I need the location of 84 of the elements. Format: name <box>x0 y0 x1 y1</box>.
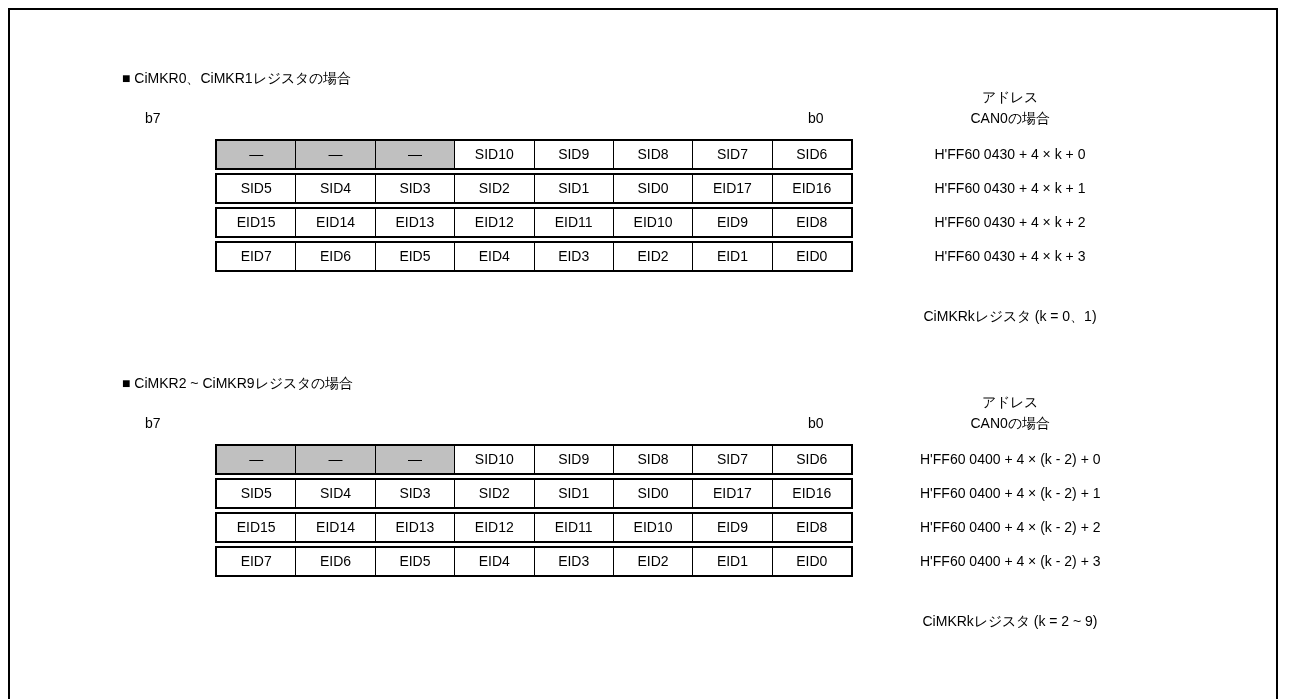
bit-cell-text: SID5 <box>239 179 273 198</box>
bit-cell: EID13 <box>374 514 455 541</box>
bit-cell: SID8 <box>612 141 693 168</box>
bit-cell: SID4 <box>295 175 375 202</box>
bit-cell: EID3 <box>533 243 613 270</box>
bit-cell-text: SID5 <box>239 484 273 503</box>
bit-cell: SID6 <box>771 446 851 473</box>
bit-cell-text: EID15 <box>235 518 277 537</box>
bit-label: b0 <box>808 109 824 127</box>
bit-cell: EID11 <box>533 514 613 541</box>
bit-cell: SID1 <box>533 175 613 202</box>
bit-cell: EID14 <box>295 514 375 541</box>
bit-cell: SID1 <box>533 480 613 507</box>
bit-cell: EID11 <box>533 209 613 236</box>
bit-cell: EID6 <box>295 243 375 270</box>
reserved-bit-cell: — <box>295 446 375 473</box>
bit-cell: EID4 <box>454 548 534 575</box>
bit-cell: EID3 <box>533 548 613 575</box>
bit-cell: SID7 <box>692 141 772 168</box>
register-caption: CiMKRkレジスタ (k = 2 ~ 9) <box>922 612 1098 630</box>
bit-cell: EID0 <box>771 548 851 575</box>
bit-cell: EID9 <box>692 514 772 541</box>
bit-cell: SID6 <box>771 141 851 168</box>
bit-cell-text: EID7 <box>239 552 273 571</box>
address-formula: H'FF60 0430 + 4 × k + 1 <box>934 179 1086 197</box>
address-subheader: CAN0の場合 <box>970 109 1050 127</box>
address-header: アドレス <box>982 88 1038 106</box>
bit-cell: EID5 <box>374 548 455 575</box>
section-heading: ■ CiMKR2 ~ CiMKR9レジスタの場合 <box>122 374 353 392</box>
address-formula: H'FF60 0430 + 4 × k + 0 <box>934 145 1086 163</box>
bit-cell: EID12 <box>454 514 534 541</box>
bit-cell: SID2 <box>454 175 534 202</box>
bit-cell: SID3 <box>374 175 455 202</box>
address-formula: H'FF60 0430 + 4 × k + 2 <box>934 213 1086 231</box>
bit-cell: EID14 <box>295 209 375 236</box>
bit-cell: EID5 <box>374 243 455 270</box>
bit-cell: SID7 <box>692 446 772 473</box>
bit-cell: SID3 <box>374 480 455 507</box>
reserved-bit-cell: — <box>217 141 296 168</box>
address-formula: H'FF60 0400 + 4 × (k - 2) + 0 <box>920 450 1101 468</box>
address-formula: H'FF60 0400 + 4 × (k - 2) + 2 <box>920 518 1101 536</box>
address-subheader: CAN0の場合 <box>970 414 1050 432</box>
section-heading: ■ CiMKR0、CiMKR1レジスタの場合 <box>122 69 351 87</box>
bit-cell-text: EID15 <box>235 213 277 232</box>
bit-cell: SID4 <box>295 480 375 507</box>
register-caption: CiMKRkレジスタ (k = 0、1) <box>923 307 1097 325</box>
reserved-bit-cell: — <box>295 141 375 168</box>
address-formula: H'FF60 0400 + 4 × (k - 2) + 3 <box>920 552 1101 570</box>
bit-cell: EID9 <box>692 209 772 236</box>
bit-cell: EID1 <box>692 243 772 270</box>
bit-cell: EID17 <box>692 175 772 202</box>
bit-cell: EID8 <box>771 514 851 541</box>
bit-cell: SID8 <box>612 446 693 473</box>
bit-cell: SID9 <box>533 446 613 473</box>
bit-cell: EID4 <box>454 243 534 270</box>
bit-cell: EID12 <box>454 209 534 236</box>
bit-cell: EID2 <box>612 243 693 270</box>
bit-cell: SID10 <box>454 446 534 473</box>
address-formula: H'FF60 0430 + 4 × k + 3 <box>934 247 1086 265</box>
reserved-bit-cell: — <box>374 446 455 473</box>
bit-label: b7 <box>145 109 161 127</box>
bit-cell: EID10 <box>612 209 693 236</box>
bit-cell: EID8 <box>771 209 851 236</box>
bit-label: b7 <box>145 414 161 432</box>
bit-cell: EID2 <box>612 548 693 575</box>
bit-cell: EID16 <box>771 175 851 202</box>
bit-cell: EID6 <box>295 548 375 575</box>
bit-cell: EID10 <box>612 514 693 541</box>
bit-cell: SID0 <box>612 480 693 507</box>
address-header: アドレス <box>982 393 1038 411</box>
bit-label: b0 <box>808 414 824 432</box>
bit-cell: EID17 <box>692 480 772 507</box>
reserved-bit-cell: — <box>374 141 455 168</box>
bit-cell: EID1 <box>692 548 772 575</box>
bit-cell: EID13 <box>374 209 455 236</box>
bit-cell: SID0 <box>612 175 693 202</box>
address-formula: H'FF60 0400 + 4 × (k - 2) + 1 <box>920 484 1101 502</box>
bit-cell: SID2 <box>454 480 534 507</box>
bit-cell-text: EID7 <box>239 247 273 266</box>
bit-cell: EID0 <box>771 243 851 270</box>
bit-cell: EID16 <box>771 480 851 507</box>
bit-cell: SID9 <box>533 141 613 168</box>
reserved-bit-cell: — <box>217 446 296 473</box>
bit-cell: SID10 <box>454 141 534 168</box>
